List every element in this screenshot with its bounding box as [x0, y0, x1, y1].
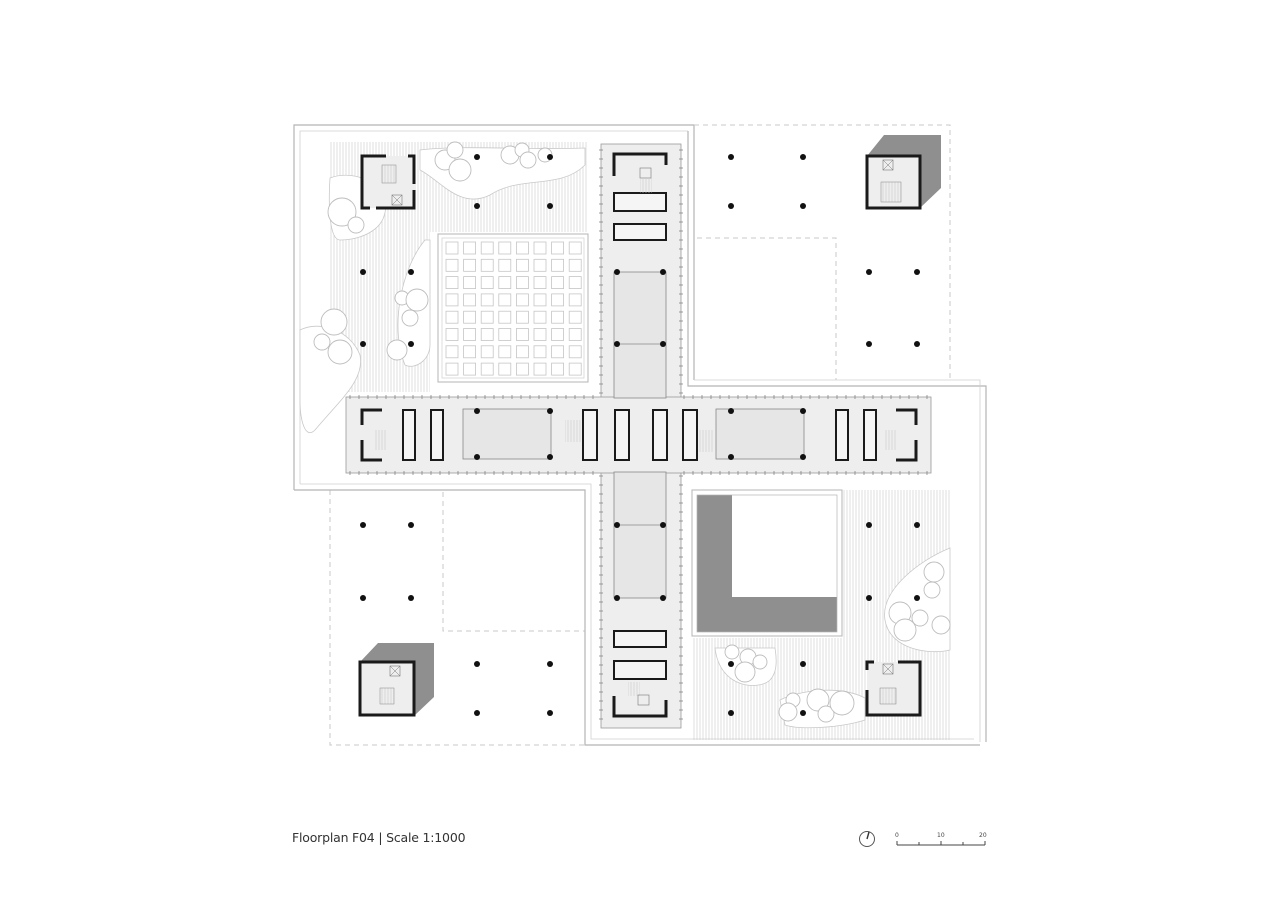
scale-tick-20: 20 [979, 832, 987, 839]
core-sw [358, 643, 434, 717]
core-ne [865, 135, 941, 210]
scale-tick-10: 10 [937, 832, 945, 839]
scale-tick-0: 0 [895, 832, 899, 839]
skylight-grid [437, 233, 589, 383]
scale-bar: 0 10 20 [856, 828, 996, 852]
plan-title: Floorplan F04 [292, 830, 375, 845]
plan-caption: Floorplan F04 | Scale 1:1000 [292, 830, 466, 845]
courtyard-void [691, 489, 843, 637]
north-arrow-icon [859, 831, 875, 847]
central-cross [345, 143, 932, 729]
core-se [865, 660, 922, 717]
plan-scale: Scale 1:1000 [386, 830, 466, 845]
caption-separator: | [378, 830, 383, 845]
core-nw [360, 154, 416, 210]
north-east-plot [687, 124, 987, 742]
